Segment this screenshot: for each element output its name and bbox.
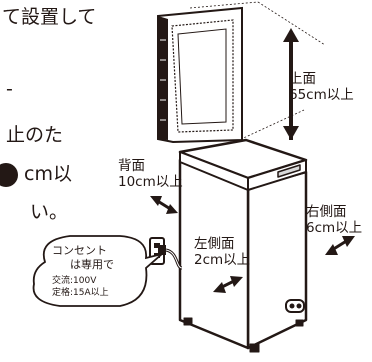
right-clearance-value: 6cm以上 — [306, 219, 363, 236]
back-clearance-arrow — [150, 196, 178, 214]
left-clearance-value: 2cm以上 — [194, 251, 251, 268]
right-clearance-arrow — [325, 236, 355, 255]
body-text-line-3: 止のた — [6, 124, 64, 146]
body-text-line-1: て設置して — [2, 6, 97, 28]
top-clearance-value: 65cm以上 — [289, 86, 354, 103]
right-clearance-label: 右側面 6cm以上 — [306, 204, 363, 236]
wall-outlet — [149, 237, 183, 270]
callout-voltage: 交流:100V — [52, 276, 97, 286]
top-clearance-arrow — [283, 28, 299, 140]
left-clearance-title: 左側面 — [194, 236, 235, 252]
top-clearance-title: 上面 — [289, 71, 316, 87]
left-clearance-label: 左側面 2cm以上 — [194, 236, 251, 268]
body-text-line-4: cm以 — [24, 163, 72, 185]
right-clearance-title: 右側面 — [306, 204, 347, 220]
bullet-circle-icon — [0, 163, 18, 187]
top-clearance-label: 上面 65cm以上 — [289, 71, 354, 103]
back-clearance-value: 10cm以上 — [118, 173, 183, 190]
callout-outlet-title: コンセント — [52, 244, 107, 257]
outlet-callout-bubble — [32, 235, 163, 307]
body-text-line-2: - — [6, 78, 13, 100]
body-text-line-5: い。 — [30, 201, 69, 223]
freezer-body — [178, 138, 308, 353]
back-clearance-label: 背面 10cm以上 — [118, 158, 183, 190]
callout-dedicated-note: は専用で — [70, 258, 114, 271]
left-clearance-arrow — [213, 276, 243, 293]
back-clearance-title: 背面 — [118, 158, 145, 174]
open-lid — [157, 6, 243, 144]
callout-rating: 定格:15A以上 — [52, 288, 109, 298]
